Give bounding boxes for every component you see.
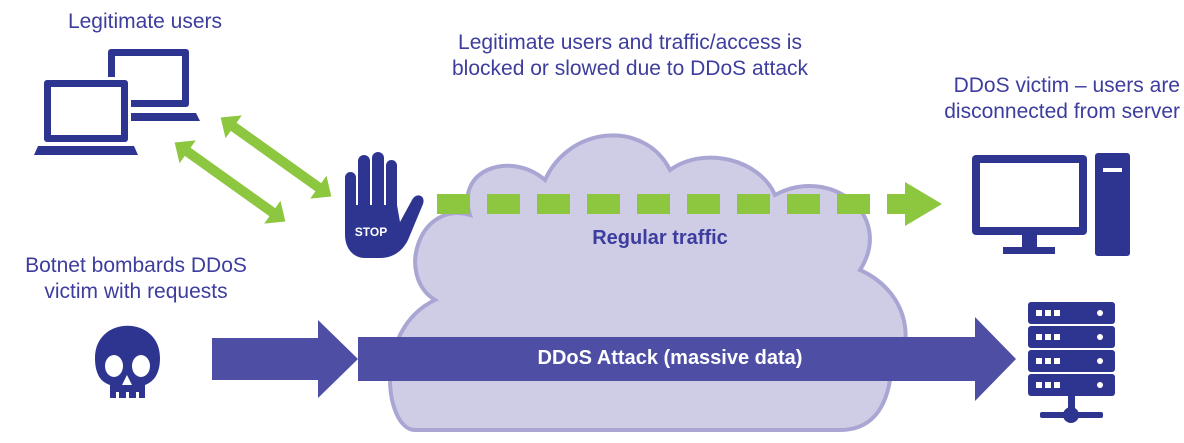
blocked-caption-line2: blocked or slowed due to DDoS attack <box>451 57 809 80</box>
botnet-caption-line1: Botnet bombards DDoS <box>25 254 247 277</box>
botnet-caption-line2: victim with requests <box>44 280 228 303</box>
cloud-shape <box>388 133 908 432</box>
blocked-caption-line1: Legitimate users and traffic/access is <box>458 31 802 54</box>
ddos-attack-label: DDoS Attack (massive data) <box>537 347 803 369</box>
stop-label: STOP <box>355 225 387 239</box>
legit-traffic-arrow <box>174 140 286 224</box>
server-rack-icon <box>1028 302 1115 423</box>
botnet-arrow <box>212 320 358 398</box>
legit-users-label: Legitimate users <box>67 10 223 33</box>
legit-traffic-arrow <box>220 115 332 199</box>
victim-caption-line2: disconnected from server <box>944 100 1180 123</box>
desktop-computer-icon <box>972 153 1130 256</box>
laptop-icon <box>34 77 138 155</box>
skull-icon <box>95 325 160 400</box>
stop-hand-icon: STOP <box>345 152 424 258</box>
victim-caption-line1: DDoS victim – users are <box>953 74 1180 97</box>
regular-traffic-arrow <box>437 182 942 226</box>
regular-traffic-label: Regular traffic <box>592 227 728 249</box>
ddos-attack-arrow <box>358 317 1016 401</box>
